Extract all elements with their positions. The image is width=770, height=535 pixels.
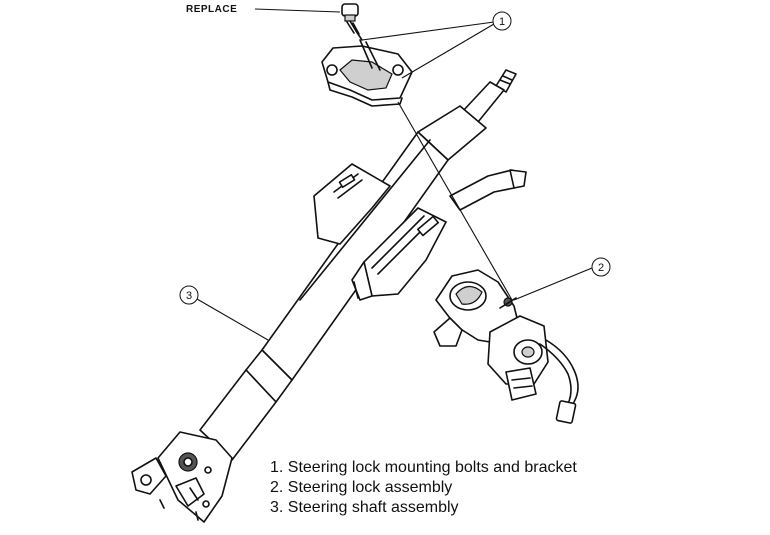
steering-shaft-assembly <box>199 69 517 461</box>
column-lever <box>449 169 527 211</box>
legend-item: 3. Steering shaft assembly <box>270 499 459 516</box>
parts-legend: 1. Steering lock mounting bolts and brac… <box>270 458 577 518</box>
column-mid-bracket <box>351 207 447 301</box>
legend-item: 1. Steering lock mounting bolts and brac… <box>270 459 577 476</box>
column-upper-bracket <box>313 163 391 245</box>
callout-1-number: 1 <box>499 16 505 28</box>
callout-1: 1 <box>361 11 512 79</box>
replace-leader-line <box>254 8 341 13</box>
callout-3: 3 <box>179 285 269 341</box>
legend-item: 2. Steering lock assembly <box>270 479 453 496</box>
callout-3-number: 3 <box>186 290 192 302</box>
callout-2: 2 <box>513 257 611 301</box>
mounting-bolt <box>341 3 363 41</box>
bolt-alignment-line <box>397 101 513 301</box>
lock-mounting-bracket <box>321 39 413 107</box>
lock-wire-harness <box>539 339 579 424</box>
lower-flange-joint <box>131 431 233 523</box>
steering-lock-assembly <box>433 269 549 401</box>
callout-2-number: 2 <box>598 262 604 274</box>
replace-label: REPLACE <box>186 4 237 15</box>
